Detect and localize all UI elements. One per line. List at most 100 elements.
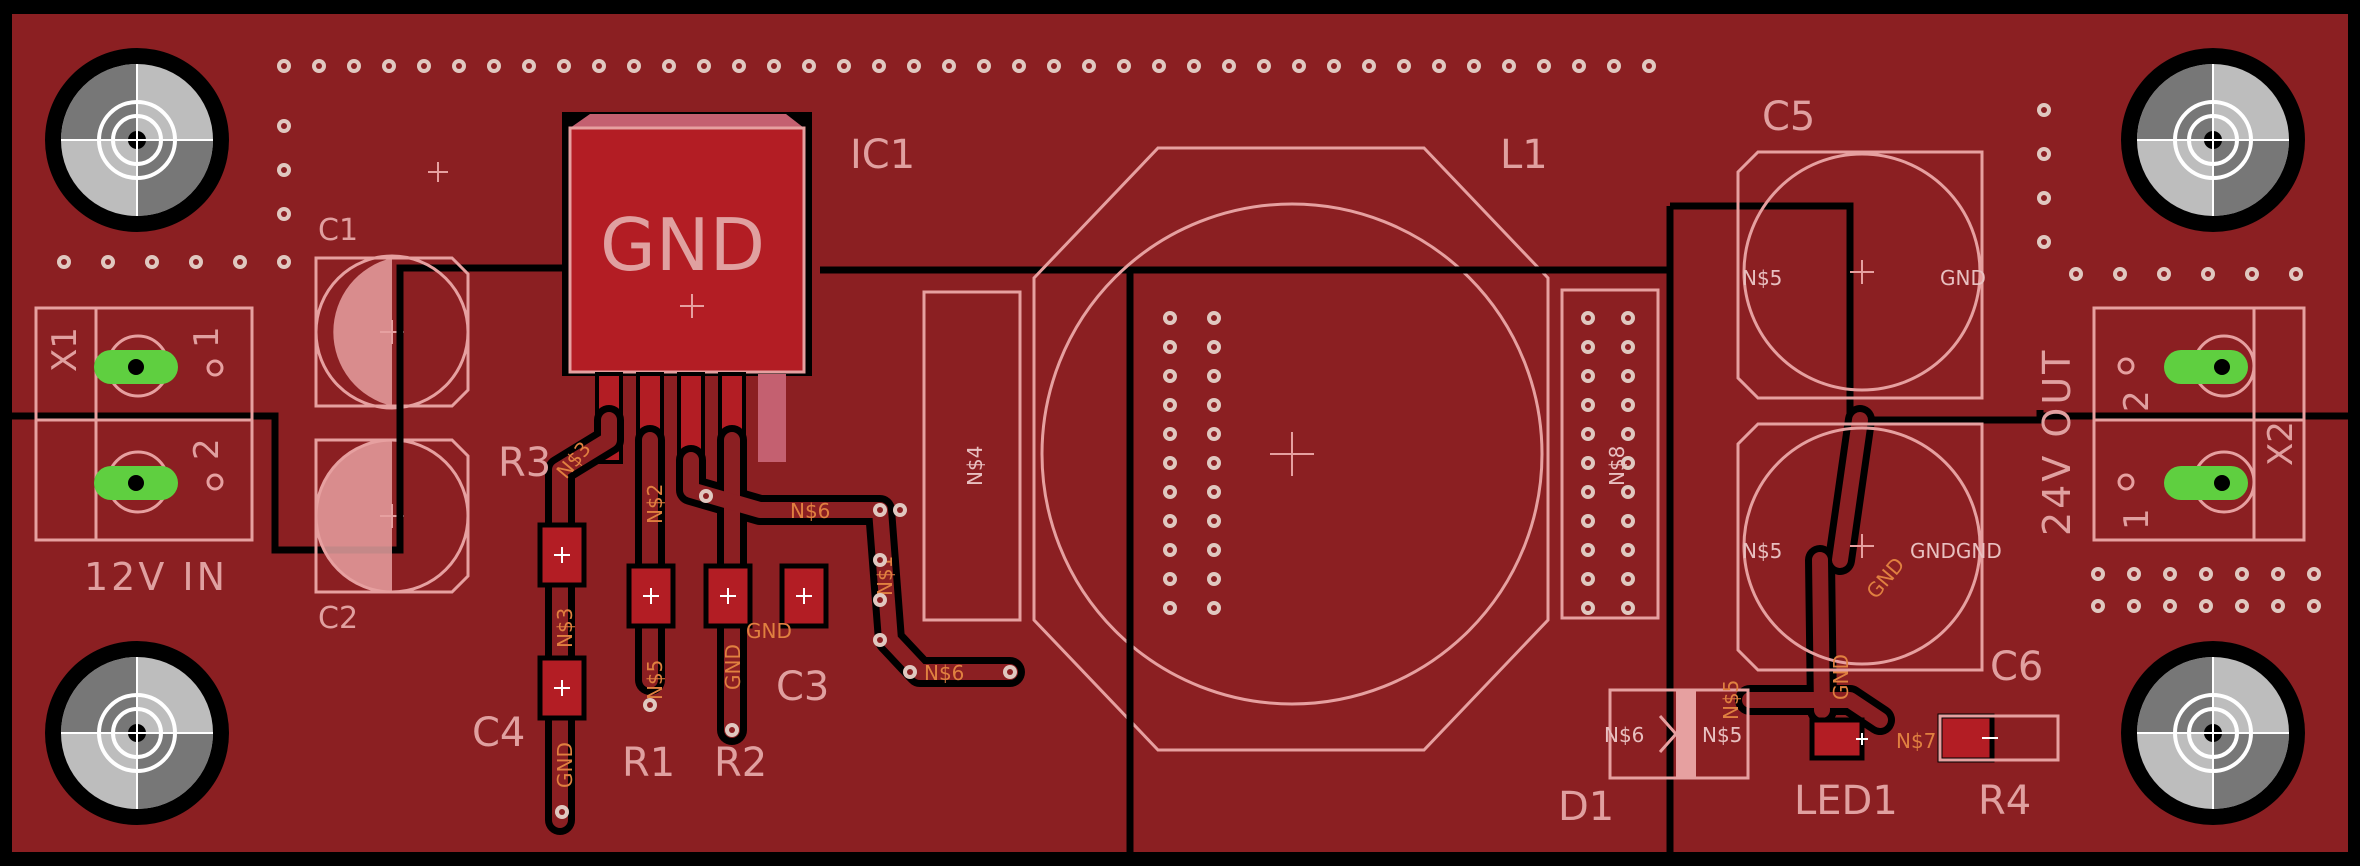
c6-n5-label: N$5 bbox=[1742, 539, 1782, 563]
via bbox=[2091, 567, 2105, 581]
via bbox=[1467, 59, 1481, 73]
capacitor-c6: N$5 GNDGND C6 bbox=[1736, 422, 2043, 690]
r2-ref: R2 bbox=[714, 740, 767, 786]
c5-n5-label: N$5 bbox=[1742, 266, 1782, 290]
connector-x1: X1 1 2 12V IN bbox=[34, 306, 254, 599]
via bbox=[1047, 59, 1061, 73]
inductor-l1: L1 bbox=[1032, 132, 1550, 752]
via bbox=[2163, 599, 2177, 613]
via bbox=[767, 59, 781, 73]
via bbox=[1581, 456, 1595, 470]
via bbox=[1432, 59, 1446, 73]
signal-traces-copper bbox=[552, 412, 1888, 828]
via bbox=[2037, 191, 2051, 205]
via bbox=[1222, 59, 1236, 73]
diode-d1: N$6 N$5 N$5 D1 bbox=[1558, 680, 1750, 830]
via bbox=[522, 59, 536, 73]
x1-pin2-label: 2 bbox=[187, 438, 227, 460]
via bbox=[1163, 543, 1177, 557]
via bbox=[189, 255, 203, 269]
regulator-ic1: GND IC1 bbox=[562, 112, 915, 464]
via bbox=[1257, 59, 1271, 73]
resistor-r1: R1 bbox=[622, 566, 675, 786]
net-label-gnd-led: GND bbox=[1829, 654, 1853, 700]
net-label-n6-top: N$6 bbox=[790, 499, 830, 523]
via bbox=[1012, 59, 1026, 73]
via bbox=[1581, 427, 1595, 441]
connector-x2: X2 1 2 24V OUT bbox=[2035, 306, 2306, 542]
n8-label: N$8 bbox=[1605, 446, 1629, 486]
net-label-gnd-c3: GND bbox=[746, 619, 792, 643]
capacitor-c2: C2 bbox=[314, 438, 470, 636]
via bbox=[1581, 543, 1595, 557]
via bbox=[1581, 369, 1595, 383]
via bbox=[1621, 543, 1635, 557]
mounting-hole-top-left bbox=[43, 46, 231, 234]
via bbox=[1163, 601, 1177, 615]
via bbox=[1163, 340, 1177, 354]
via bbox=[1207, 340, 1221, 354]
via bbox=[1581, 485, 1595, 499]
capacitor-c1: C1 bbox=[314, 213, 470, 410]
via bbox=[233, 255, 247, 269]
c2-ref: C2 bbox=[318, 601, 358, 636]
via bbox=[2037, 235, 2051, 249]
via bbox=[732, 59, 746, 73]
net-label-n2: N$2 bbox=[643, 484, 667, 524]
via bbox=[2199, 567, 2213, 581]
via bbox=[2235, 599, 2249, 613]
resistor-r2: R2 bbox=[706, 566, 767, 786]
via bbox=[1572, 59, 1586, 73]
via bbox=[347, 59, 361, 73]
via bbox=[1207, 543, 1221, 557]
x2-label: 24V OUT bbox=[2035, 348, 2079, 536]
via bbox=[942, 59, 956, 73]
via bbox=[1207, 456, 1221, 470]
via bbox=[1082, 59, 1096, 73]
via bbox=[2037, 147, 2051, 161]
via bbox=[872, 59, 886, 73]
via bbox=[1607, 59, 1621, 73]
via bbox=[382, 59, 396, 73]
net-label-n7: N$7 bbox=[1896, 729, 1936, 753]
ic1-tab-label: GND bbox=[600, 203, 765, 287]
via bbox=[697, 59, 711, 73]
via bbox=[2037, 103, 2051, 117]
via bbox=[1327, 59, 1341, 73]
via bbox=[57, 255, 71, 269]
via bbox=[312, 59, 326, 73]
via bbox=[1207, 572, 1221, 586]
c4-ref: C4 bbox=[472, 710, 525, 756]
mounting-hole-top-right bbox=[2119, 46, 2307, 234]
via bbox=[417, 59, 431, 73]
via bbox=[1502, 59, 1516, 73]
l1-ref: L1 bbox=[1500, 132, 1548, 178]
via bbox=[802, 59, 816, 73]
via bbox=[1397, 59, 1411, 73]
c6-ref: C6 bbox=[1990, 644, 2043, 690]
via bbox=[277, 207, 291, 221]
via bbox=[837, 59, 851, 73]
c6-gndgnd-label: GNDGND bbox=[1910, 539, 2002, 563]
c5-gnd-label: GND bbox=[1940, 266, 1986, 290]
via bbox=[1207, 514, 1221, 528]
net-label-n6-bottom: N$6 bbox=[924, 661, 964, 685]
net-label-n5-d1: N$5 bbox=[1719, 680, 1743, 720]
via bbox=[145, 255, 159, 269]
pad-n8: N$8 bbox=[1560, 288, 1660, 620]
capacitor-c3: C3 bbox=[776, 566, 829, 710]
via bbox=[2271, 567, 2285, 581]
via bbox=[1621, 340, 1635, 354]
via bbox=[1581, 514, 1595, 528]
capacitor-c4: C4 bbox=[472, 658, 584, 756]
via bbox=[2307, 567, 2321, 581]
via bbox=[2069, 267, 2083, 281]
d1-n5-label: N$5 bbox=[1702, 723, 1742, 747]
via bbox=[2235, 567, 2249, 581]
x1-ref: X1 bbox=[45, 327, 85, 372]
via bbox=[907, 59, 921, 73]
net-label-gnd-r2: GND bbox=[721, 644, 745, 690]
led-led1: LED1 bbox=[1794, 717, 1898, 824]
net-label-n3-c4: N$3 bbox=[553, 608, 577, 648]
